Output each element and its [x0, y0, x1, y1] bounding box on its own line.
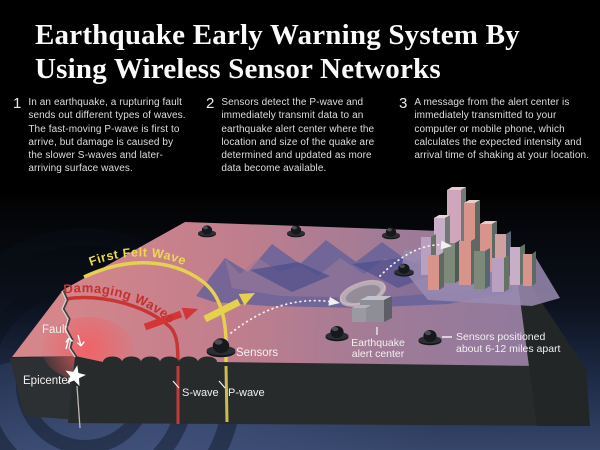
- alert-center-label-line2: alert center: [352, 348, 405, 360]
- step-3-number: 3: [399, 95, 408, 112]
- alert-center-label-line1: Earthquake: [351, 337, 405, 349]
- first-felt-wave-arc: [83, 261, 228, 370]
- data-transmission-arcs: [230, 240, 452, 334]
- step-2-text: Sensors detect the P-wave and immediatel…: [221, 97, 375, 175]
- fault-line: [61, 290, 78, 358]
- title-line1: Earthquake Early Warning System By: [35, 19, 520, 51]
- fault-trace-below: [76, 385, 81, 429]
- step-1-number: 1: [13, 95, 22, 112]
- damaging-waves-arc: [64, 295, 180, 371]
- arc-arrowhead-icon: [328, 296, 340, 306]
- sensors-label: Sensors: [236, 347, 278, 359]
- epicenter-star-icon: [65, 365, 86, 387]
- p-wave-label: P-wave: [228, 387, 265, 399]
- step-1-text: In an earthquake, a rupturing fault send…: [28, 97, 186, 175]
- damaging-waves-arrow: [143, 307, 198, 331]
- title-line2: Using Wireless Sensor Networks: [35, 53, 441, 86]
- fault-label: Fault: [42, 324, 68, 336]
- fault-motion-arrows: [65, 334, 85, 350]
- slide-title: Earthquake Early Warning System By Using…: [35, 18, 590, 86]
- diagram-labels: Fault Epicenter Sensors S-wave P-wave Ea…: [23, 324, 561, 399]
- p-wave-line: [224, 365, 229, 423]
- step-2-number: 2: [206, 95, 215, 112]
- earth-cross-section: [68, 356, 590, 426]
- arc-arrowhead-icon: [440, 240, 452, 250]
- alert-center-building: [339, 279, 392, 322]
- epicenter-label: Epicenter: [23, 375, 72, 387]
- sensor-spacing-label-line2: about 6-12 miles apart: [456, 343, 561, 355]
- city-buildings: [402, 187, 560, 306]
- step-2: 2 Sensors detect the P-wave and immediat…: [206, 96, 386, 176]
- step-3-text: A message from the alert center is immed…: [414, 97, 590, 162]
- step-3: 3 A message from the alert center is imm…: [399, 96, 591, 162]
- sensor-spacing-label-line1: Sensors positioned: [456, 331, 545, 343]
- first-felt-wave-arrow: [203, 293, 255, 323]
- step-1: 1 In an earthquake, a rupturing fault se…: [13, 96, 189, 176]
- s-wave-label: S-wave: [182, 387, 219, 399]
- sensor-to-alert-center-arc: [230, 299, 334, 334]
